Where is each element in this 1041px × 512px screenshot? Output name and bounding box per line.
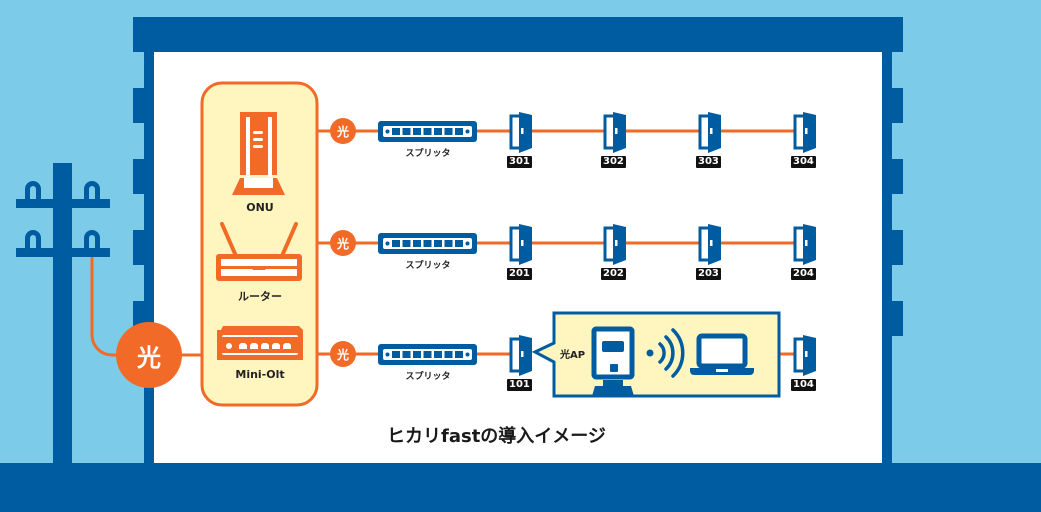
room-number-label: 304	[791, 156, 816, 168]
wall-notch	[892, 159, 903, 194]
floor-row	[317, 233, 805, 254]
fiber-drop-cable	[90, 257, 201, 357]
main-fiber-badge: 光	[116, 322, 182, 388]
splitter-icon	[378, 121, 477, 142]
room-door-icon	[793, 224, 816, 265]
splitter-label: スプリッタ	[405, 261, 451, 271]
room-door-icon	[603, 112, 626, 153]
room-door-icon	[698, 112, 721, 153]
wall-notch	[892, 301, 903, 336]
room-number-label: 204	[791, 268, 816, 280]
room-number-label: 203	[696, 268, 721, 280]
fiber-badge: 光	[330, 341, 356, 367]
ground	[0, 463, 1041, 512]
room-door-icon	[509, 224, 532, 265]
splitter-label: スプリッタ	[405, 372, 451, 382]
fiber-badge: 光	[330, 230, 356, 256]
access-point-icon	[591, 326, 635, 396]
wall-notch	[133, 88, 144, 123]
room-door-icon	[698, 224, 721, 265]
ap-callout	[531, 311, 781, 398]
device-label-router: ルーター	[238, 290, 282, 303]
room-number-label: 201	[507, 268, 532, 280]
wall-notch	[133, 230, 144, 265]
room-number-label: 303	[696, 156, 721, 168]
device-label-mini-olt: Mini-Olt	[235, 368, 285, 381]
laptop-icon	[690, 333, 754, 375]
utility-pole-icon	[16, 163, 110, 463]
building-roof	[133, 17, 903, 52]
fiber-badge: 光	[330, 118, 356, 144]
wifi-signal-icon	[646, 328, 685, 378]
room-door-icon	[793, 335, 816, 376]
device-label-onu: ONU	[246, 201, 274, 214]
ap-callout-label: 光AP	[560, 350, 586, 361]
diagram-title: ヒカリfastの導入イメージ	[387, 426, 606, 447]
router-icon	[216, 222, 302, 281]
room-door-icon	[509, 335, 532, 376]
splitter-icon	[378, 233, 477, 254]
splitter-icon	[378, 344, 477, 365]
main-fiber-label: 光	[137, 343, 161, 372]
room-number-label: 104	[791, 379, 816, 391]
room-door-icon	[603, 224, 626, 265]
onu-tower-icon	[232, 112, 285, 195]
mini-olt-switch-icon	[217, 326, 303, 360]
splitter-label: スプリッタ	[405, 149, 451, 159]
room-number-label: 301	[507, 156, 532, 168]
room-door-icon	[509, 112, 532, 153]
room-number-label: 302	[601, 156, 626, 168]
room-door-icon	[793, 112, 816, 153]
wall-notch	[892, 88, 903, 123]
wall-notch	[892, 230, 903, 265]
room-number-label: 101	[507, 379, 532, 391]
wall-notch	[133, 159, 144, 194]
wall-notch	[133, 301, 144, 336]
floor-lines	[317, 112, 816, 376]
room-number-label: 202	[601, 268, 626, 280]
